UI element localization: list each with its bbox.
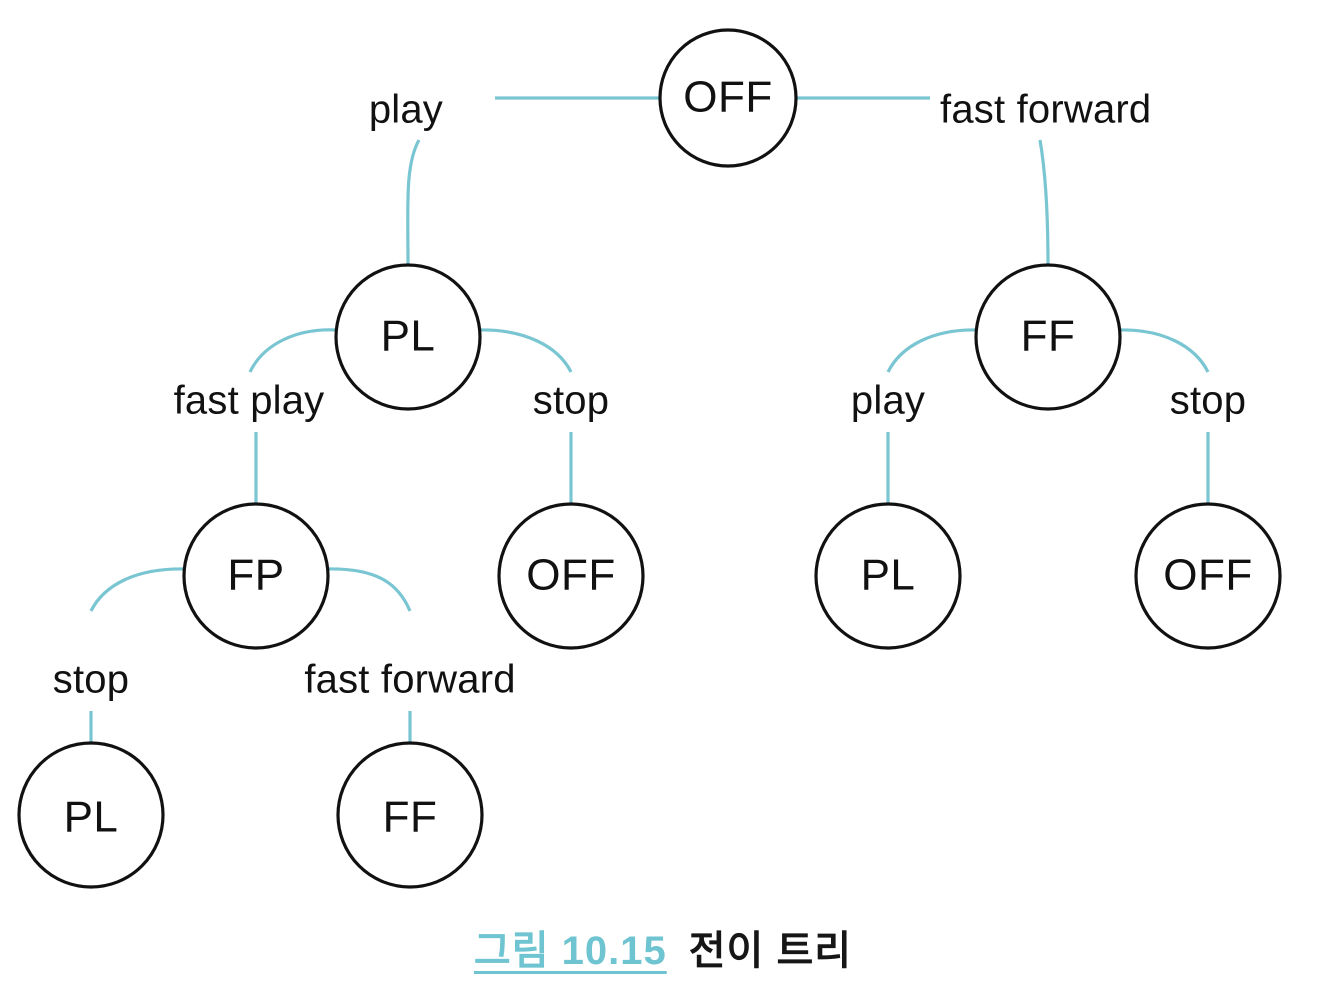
tree-node[interactable]: FP <box>182 502 330 650</box>
edges-layer <box>89 96 1210 743</box>
edge-transition-label: play <box>851 379 925 423</box>
tree-node[interactable]: PL <box>334 263 482 411</box>
tree-edge <box>326 567 412 743</box>
node-circle <box>974 263 1122 411</box>
node-circle <box>334 263 482 411</box>
figure-title: 전이 트리 <box>688 929 853 973</box>
edge-labels-layer: play fast forward fast play stop play stop sto… <box>53 88 1246 702</box>
edge-transition-label: stop <box>1170 379 1246 423</box>
tree-edge <box>478 328 573 504</box>
edge-transition-label: fast forward <box>940 88 1151 132</box>
node-state-label: OFF <box>1163 551 1252 600</box>
node-circle <box>1134 502 1282 650</box>
edge-transition-label: fast forward <box>304 658 515 702</box>
node-state-label: OFF <box>683 73 772 122</box>
figure-number: 그림 10.15 <box>473 929 667 973</box>
node-state-label: PL <box>861 551 916 600</box>
node-state-label: FF <box>1021 312 1076 361</box>
tree-edge <box>796 96 1050 266</box>
nodes-layer: OFF PL FF FP OFF PL OFF PL FF <box>17 28 1282 889</box>
tree-edge <box>1118 328 1210 504</box>
node-state-label: FP <box>227 551 284 600</box>
node-circle <box>814 502 962 650</box>
node-circle <box>336 741 484 889</box>
tree-edge <box>89 567 186 743</box>
tree-node[interactable]: OFF <box>658 28 798 168</box>
node-state-label: PL <box>64 793 119 842</box>
tree-node[interactable]: FF <box>336 741 484 889</box>
tree-edge <box>886 328 978 504</box>
tree-edge <box>406 96 660 266</box>
edge-transition-label: stop <box>533 379 609 423</box>
node-circle <box>658 28 798 168</box>
edge-transition-label: play <box>369 88 443 132</box>
tree-node[interactable]: OFF <box>497 502 645 650</box>
node-state-label: OFF <box>526 551 615 600</box>
node-circle <box>17 741 165 889</box>
tree-edge <box>248 328 338 504</box>
tree-node[interactable]: OFF <box>1134 502 1282 650</box>
edge-transition-label: stop <box>53 658 129 702</box>
tree-node[interactable]: FF <box>974 263 1122 411</box>
node-circle <box>182 502 330 650</box>
edge-transition-label: fast play <box>174 379 325 423</box>
tree-node[interactable]: PL <box>17 741 165 889</box>
tree-node[interactable]: PL <box>814 502 962 650</box>
node-state-label: FF <box>383 793 438 842</box>
node-circle <box>497 502 645 650</box>
node-state-label: PL <box>381 312 436 361</box>
figure-caption: 그림 10.15 전이 트리 <box>0 918 1326 976</box>
